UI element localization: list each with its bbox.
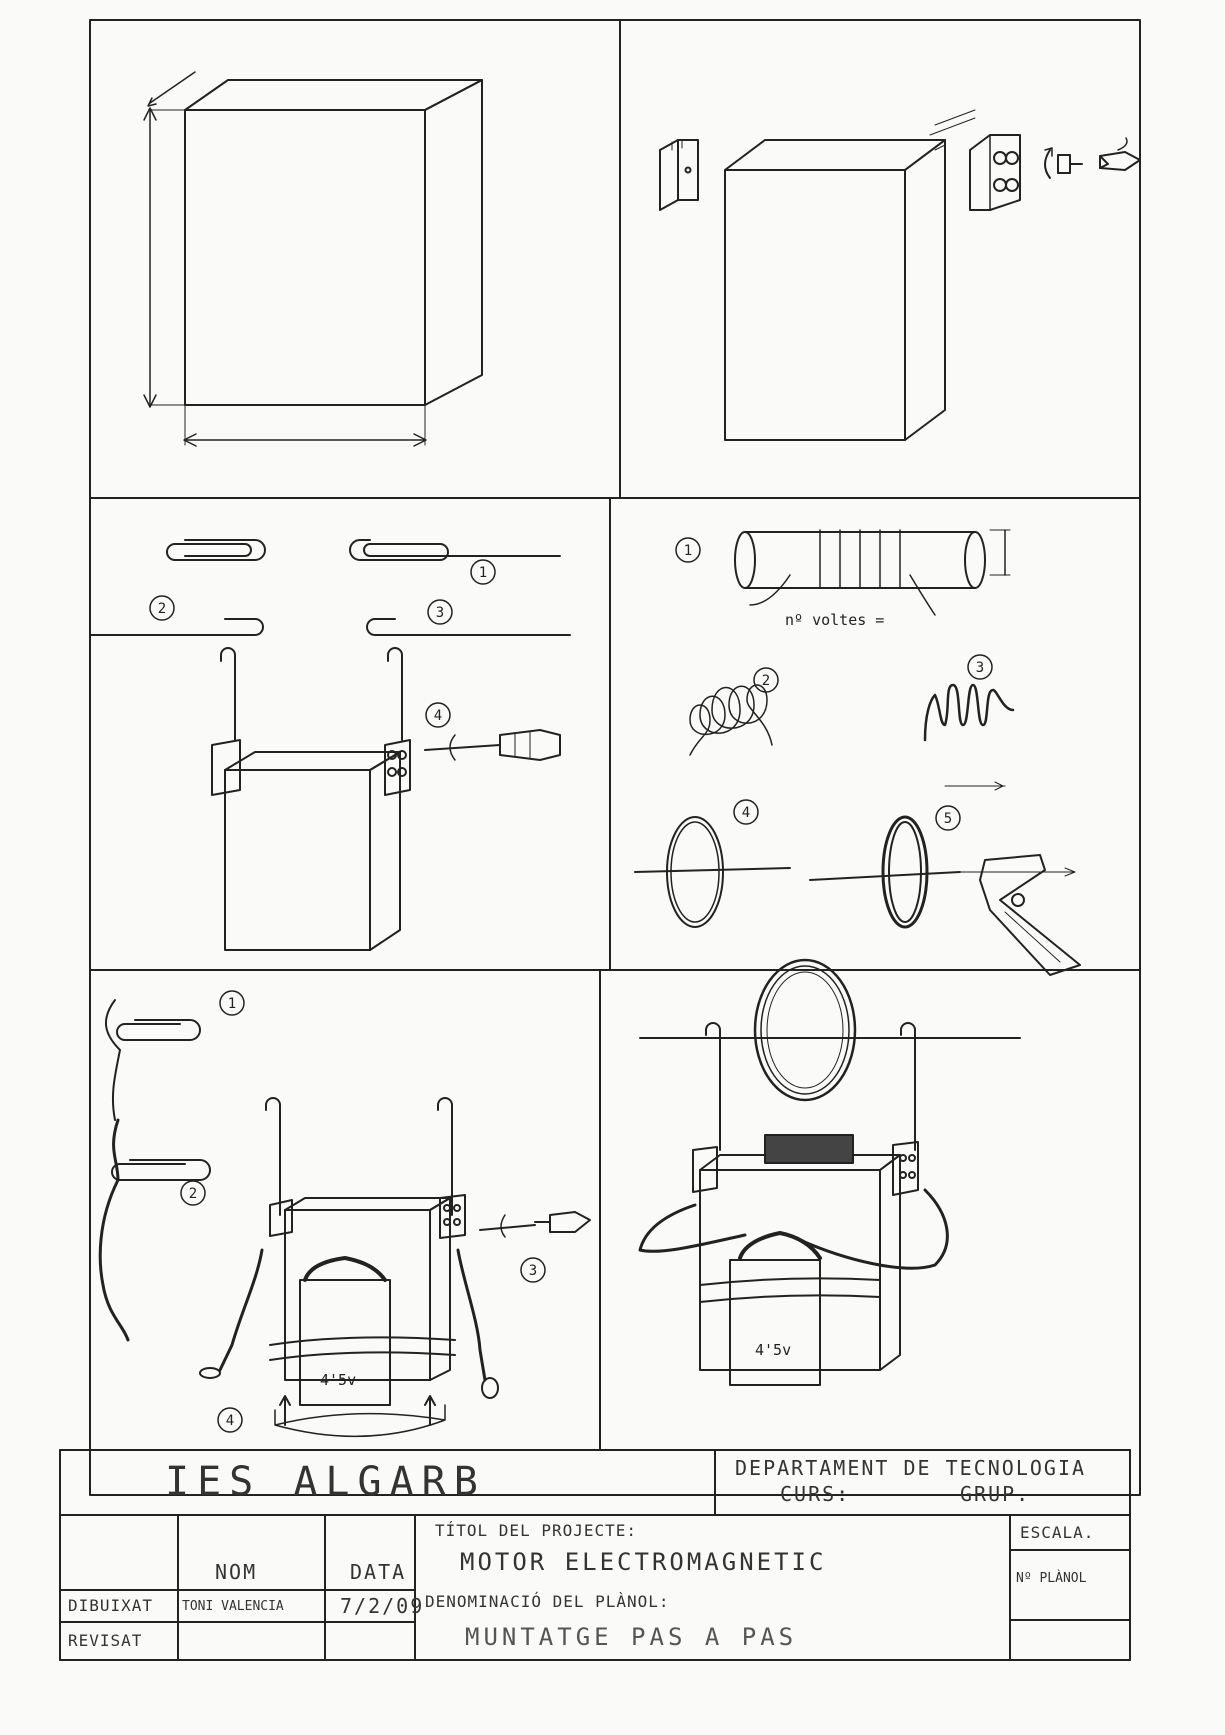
p5-step-4: 4: [226, 1413, 234, 1429]
project-title: MOTOR ELECTROMAGNETIC: [460, 1548, 827, 1576]
plan-name: MUNTATGE PAS A PAS: [465, 1623, 798, 1651]
name-column-header: NOM: [215, 1560, 258, 1584]
p4-step-1: 1: [684, 543, 692, 559]
panel-1-box-dimensions: [143, 71, 483, 447]
school-name: IES ALGARB: [165, 1459, 486, 1505]
panel-4-coil-winding: [634, 529, 1081, 976]
p5-step-3: 3: [529, 1263, 537, 1279]
department-name: DEPARTAMENT DE TECNOLOGIA: [735, 1456, 1087, 1480]
plan-name-label: DENOMINACIÓ DEL PLÀNOL:: [425, 1592, 670, 1611]
panel-3-clip-supports: [89, 539, 571, 951]
p3-step-3: 3: [436, 605, 444, 621]
plan-number-label: Nº PLÀNOL: [1016, 1571, 1087, 1586]
course-label: CURS:: [780, 1482, 851, 1506]
p4-step-5: 5: [944, 811, 952, 827]
panel-2-box-terminals: [659, 109, 1141, 441]
diagram-notes: nº voltes = 4'5v 4'5v: [320, 611, 884, 1389]
p5-step-1: 1: [228, 996, 236, 1012]
drawn-by: TONI VALENCIA: [182, 1599, 284, 1614]
p4-step-2: 2: [762, 673, 770, 689]
step-labels: 1 2 3 4 1 2 3 4 5 1 2 3 4: [158, 543, 984, 1429]
turns-label: nº voltes =: [785, 611, 884, 629]
drawn-date: 7/2/09: [340, 1594, 425, 1618]
battery-label-p5: 4'5v: [320, 1371, 356, 1389]
p3-step-4: 4: [434, 708, 442, 724]
p5-step-2: 2: [189, 1186, 197, 1202]
p4-step-4: 4: [742, 805, 750, 821]
date-column-header: DATA: [350, 1560, 407, 1584]
panel-6-assembled-motor: [638, 958, 1021, 1386]
group-label: GRUP.: [960, 1482, 1031, 1506]
p3-step-2: 2: [158, 601, 166, 617]
frame: [89, 19, 1141, 1496]
title-block-grid: [59, 1449, 1131, 1661]
panel-5-battery-wiring: [98, 990, 591, 1438]
p3-step-1: 1: [479, 565, 487, 581]
project-title-label: TÍTOL DEL PROJECTE:: [435, 1521, 638, 1540]
battery-label-p6: 4'5v: [755, 1341, 791, 1359]
scale-label: ESCALA.: [1020, 1523, 1095, 1542]
drawn-label: DIBUIXAT: [68, 1596, 154, 1615]
p4-step-3: 3: [976, 660, 984, 676]
revised-label: REVISAT: [68, 1631, 143, 1650]
